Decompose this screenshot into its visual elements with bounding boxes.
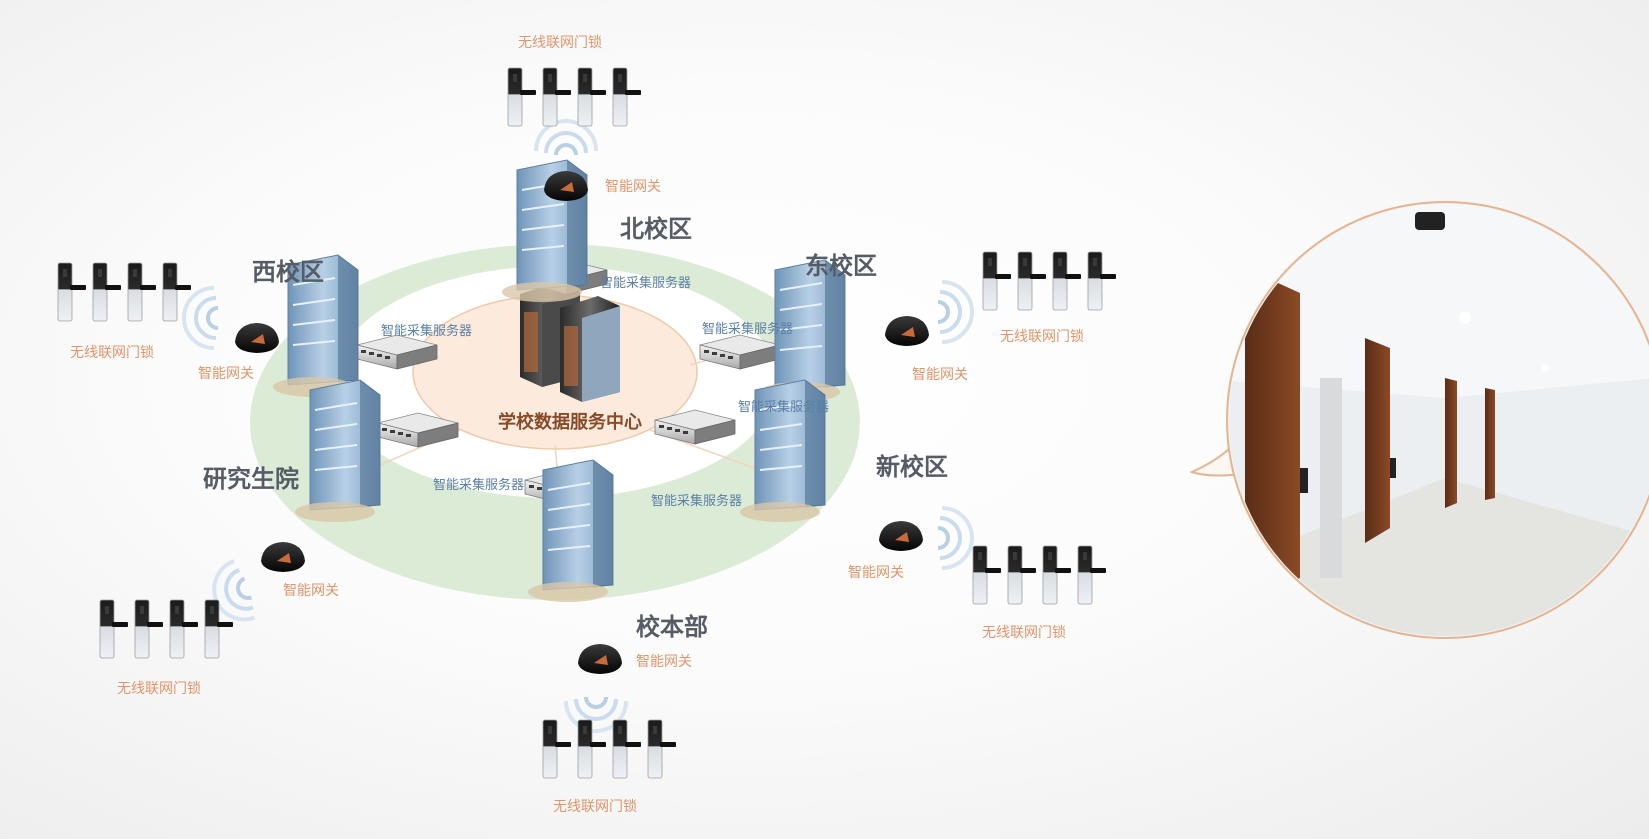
campus-graduate: 研究生院 [203,465,299,493]
server-label-east: 智能采集服务器 [702,322,794,337]
lock-label-east: 无线联网门锁 [1000,329,1084,345]
gateway-label-graduate: 智能网关 [283,583,339,599]
lock-label-graduate: 无线联网门锁 [117,681,201,697]
campus-north: 北校区 [620,215,692,243]
hotel-corridor-photo [1195,198,1649,638]
gateway-label-main: 智能网关 [636,654,692,670]
gateway-label-east: 智能网关 [912,367,968,383]
ceiling-gateway-icon [1415,212,1445,230]
campus-main: 校本部 [636,613,708,641]
lock-label-west: 无线联网门锁 [70,345,154,361]
campus-east: 东校区 [805,252,877,280]
campus-west: 西校区 [252,258,324,286]
lock-label-main: 无线联网门锁 [553,799,637,815]
gateway-label-north: 智能网关 [605,179,661,195]
server-label-graduate: 智能采集服务器 [433,478,525,493]
gateway-label-west: 智能网关 [198,366,254,382]
server-label-west: 智能采集服务器 [381,324,473,339]
server-label-east-2: 智能采集服务器 [738,400,830,415]
lock-label-north: 无线联网门锁 [518,35,602,51]
campus-new: 新校区 [876,453,948,481]
gateway-label-new: 智能网关 [848,565,904,581]
data-center-label: 学校数据服务中心 [498,412,642,433]
server-label-north: 智能采集服务器 [600,276,692,291]
data-center-servers [520,282,620,402]
lock-label-new: 无线联网门锁 [982,625,1066,641]
server-label-main: 智能采集服务器 [651,494,743,509]
